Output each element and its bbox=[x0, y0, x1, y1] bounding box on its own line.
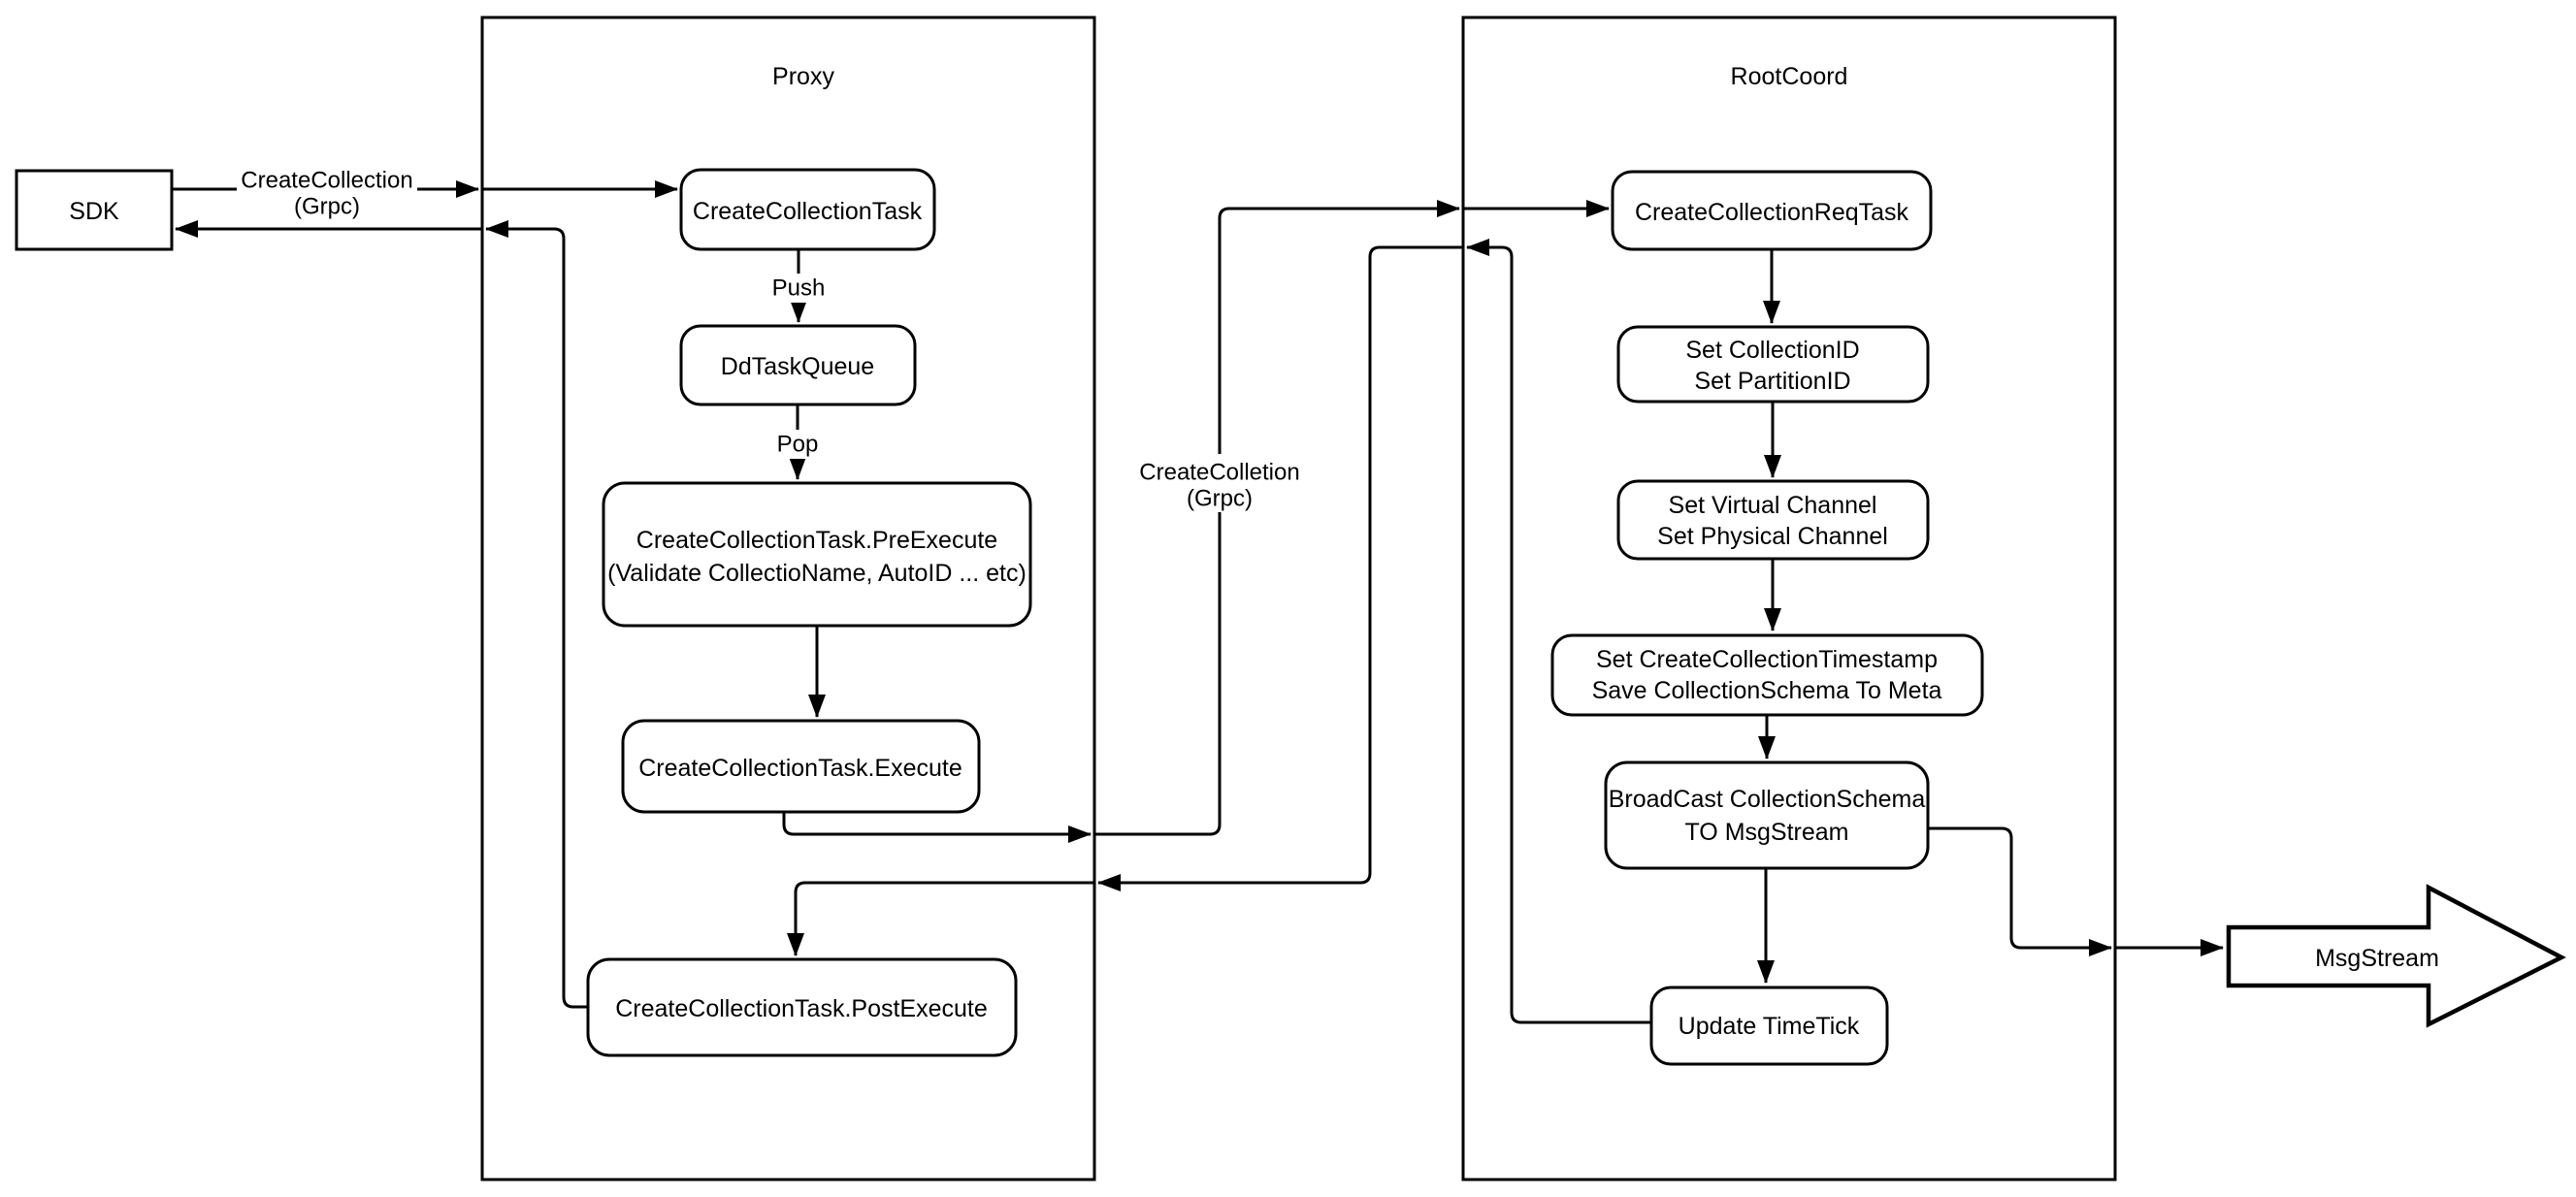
create-collection-req-task-rect bbox=[1611, 170, 1933, 251]
node-set-ids: Set CollectionID Set PartitionID bbox=[1616, 325, 1930, 404]
sdk-grpc-label-line2: (Grpc) bbox=[294, 194, 360, 220]
edge-proxy-to-rootcoord bbox=[1094, 200, 1460, 836]
node-post-execute: CreateCollectionTask.PostExecute bbox=[586, 957, 1018, 1057]
rootcoord-container-title: RootCoord bbox=[1731, 63, 1848, 90]
set-channels-label-line2: Set Physical Channel bbox=[1657, 523, 1888, 550]
set-ids-label-line1: Set CollectionID bbox=[1685, 337, 1859, 364]
create-collection-req-task-label: CreateCollectionReqTask bbox=[1635, 199, 1909, 226]
msgstream-label: MsgStream bbox=[2315, 945, 2439, 972]
set-ids-label-line2: Set PartitionID bbox=[1694, 368, 1850, 395]
edge-broadcast-to-rootcoord-edge bbox=[1928, 826, 2112, 956]
node-create-collection-req-task: CreateCollectionReqTask bbox=[1611, 170, 1933, 251]
set-channels-label-line1: Set Virtual Channel bbox=[1669, 492, 1877, 519]
set-timestamp-rect bbox=[1550, 633, 1984, 717]
pre-execute-rect bbox=[602, 481, 1032, 628]
proxy-container-title: Proxy bbox=[772, 63, 834, 90]
dd-task-queue-label: DdTaskQueue bbox=[721, 353, 874, 380]
set-timestamp-label-line2: Save CollectionSchema To Meta bbox=[1592, 677, 1942, 704]
set-ids-rect bbox=[1616, 325, 1930, 404]
msgstream-arrow-shape bbox=[2226, 884, 2566, 1028]
node-execute: CreateCollectionTask.Execute bbox=[621, 719, 981, 814]
edge-updatetimetick-to-rootcoord-edge bbox=[1466, 239, 1651, 1024]
pop-label-bg bbox=[770, 430, 825, 459]
node-msgstream: MsgStream bbox=[2226, 884, 2566, 1028]
broadcast-label-line2: TO MsgStream bbox=[1684, 819, 1848, 846]
update-timetick-rect bbox=[1649, 986, 1889, 1066]
create-collection-task-label: CreateCollectionTask bbox=[693, 198, 923, 225]
node-update-timetick: Update TimeTick bbox=[1649, 986, 1889, 1066]
set-timestamp-label-line1: Set CreateCollectionTimestamp bbox=[1596, 646, 1938, 673]
sdk-rect bbox=[15, 169, 174, 251]
proxy-grpc-label-line2: (Grpc) bbox=[1187, 486, 1253, 512]
node-create-collection-task: CreateCollectionTask bbox=[679, 168, 936, 251]
post-execute-label: CreateCollectionTask.PostExecute bbox=[615, 995, 988, 1022]
broadcast-rect bbox=[1604, 760, 1930, 870]
sdk-label: SDK bbox=[69, 198, 119, 225]
pop-label: Pop bbox=[777, 432, 819, 458]
pre-execute-label-line2: (Validate CollectioName, AutoID ... etc) bbox=[607, 560, 1027, 587]
sdk-grpc-label-line1: CreateCollection bbox=[241, 168, 412, 194]
node-sdk: SDK bbox=[15, 169, 174, 251]
proxy-grpc-label-line1: CreateColletion bbox=[1139, 460, 1299, 486]
edge-proxy-edge-to-postexecute bbox=[787, 881, 1094, 956]
update-timetick-label: Update TimeTick bbox=[1679, 1013, 1860, 1040]
create-collection-task-rect bbox=[679, 168, 936, 251]
sdk-grpc-label-bg bbox=[237, 167, 417, 219]
push-label-bg bbox=[765, 274, 832, 303]
proxy-grpc-label-bg bbox=[1132, 454, 1307, 512]
push-label: Push bbox=[772, 275, 826, 302]
broadcast-label-line1: BroadCast CollectionSchema bbox=[1609, 786, 1926, 813]
post-execute-rect bbox=[586, 957, 1018, 1057]
edge-rootcoord-to-proxy-return bbox=[1097, 245, 1463, 891]
edge-execute-to-proxy-edge bbox=[782, 812, 1092, 843]
pre-execute-label-line1: CreateCollectionTask.PreExecute bbox=[636, 527, 997, 554]
edge-postexecute-to-proxy-edge-return bbox=[485, 220, 588, 1009]
node-broadcast: BroadCast CollectionSchema TO MsgStream bbox=[1604, 760, 1930, 870]
execute-label: CreateCollectionTask.Execute bbox=[638, 755, 962, 782]
node-pre-execute: CreateCollectionTask.PreExecute (Validat… bbox=[602, 481, 1032, 628]
execute-rect bbox=[621, 719, 981, 814]
node-dd-task-queue: DdTaskQueue bbox=[679, 324, 917, 406]
set-channels-rect bbox=[1616, 479, 1930, 561]
dd-task-queue-rect bbox=[679, 324, 917, 406]
node-set-channels: Set Virtual Channel Set Physical Channel bbox=[1616, 479, 1930, 561]
node-set-timestamp: Set CreateCollectionTimestamp Save Colle… bbox=[1550, 633, 1984, 717]
